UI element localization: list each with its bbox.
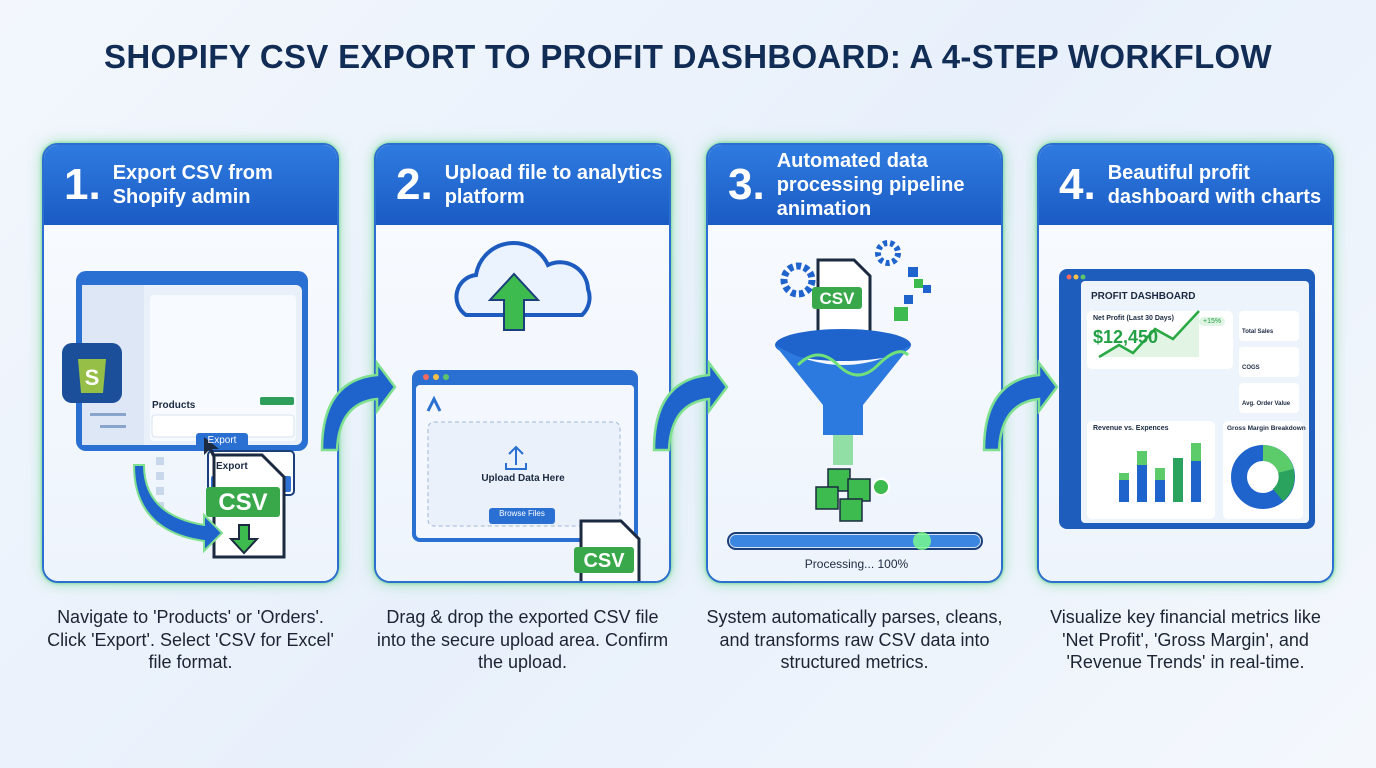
step-illustration: CSV Processing... 100% bbox=[708, 225, 1001, 581]
step-card-2: 2.Upload file to analytics platform CSV … bbox=[374, 143, 671, 583]
step-number: 4. bbox=[1059, 160, 1096, 209]
donut-chart-title: Gross Margin Breakdown bbox=[1227, 425, 1306, 432]
change-badge: +15% bbox=[1199, 317, 1226, 326]
cloud-upload-icon: CSV bbox=[412, 241, 641, 581]
products-heading: Products bbox=[152, 400, 196, 411]
step-illustration: PROFIT DASHBOARD Net Profit (Last 30 Day… bbox=[1039, 225, 1332, 581]
step-heading: Upload file to analytics platform bbox=[444, 162, 663, 208]
shopify-logo: S bbox=[85, 365, 100, 390]
csv-for-excel-option[interactable]: CSV for Excel bbox=[216, 479, 279, 490]
step-header: 4.Beautiful profit dashboard with charts bbox=[1039, 145, 1332, 225]
net-profit-value: $12,450 bbox=[1093, 327, 1159, 347]
step-card-1: 1.Export CSV from Shopify admin S CSV Pr… bbox=[42, 143, 339, 583]
csv-file-label: CSV bbox=[820, 289, 856, 308]
csv-file-label: CSV bbox=[583, 550, 625, 572]
cube-icon bbox=[815, 468, 871, 522]
gear-icon bbox=[780, 262, 816, 298]
step-description: Navigate to 'Products' or 'Orders'. Clic… bbox=[47, 607, 334, 672]
step-heading: Export CSV from Shopify admin bbox=[112, 162, 273, 208]
bar-chart-title: Revenue vs. Expences bbox=[1093, 425, 1169, 432]
kpi-cogs: COGS bbox=[1242, 365, 1260, 371]
browse-files-button[interactable]: Browse Files bbox=[499, 509, 545, 518]
progress-bar-fill bbox=[730, 535, 980, 547]
step-header: 2.Upload file to analytics platform bbox=[376, 145, 669, 225]
progress-label: Processing... 100% bbox=[804, 557, 909, 571]
kpi-aov: Avg. Order Value bbox=[1242, 401, 1291, 407]
step-card-3: 3.Automated data processing pipeline ani… bbox=[706, 143, 1003, 583]
step-header: 3.Automated data processing pipeline ani… bbox=[708, 145, 1001, 225]
step-illustration: CSV Upload Data Here Browse Files bbox=[376, 225, 669, 581]
step-description: Drag & drop the exported CSV file into t… bbox=[376, 607, 669, 672]
step-description: Visualize key financial metrics like 'Ne… bbox=[1050, 607, 1321, 672]
upload-drop-label: Upload Data Here bbox=[481, 473, 565, 484]
connector-arrow-icon bbox=[320, 359, 397, 452]
connector-arrow-icon bbox=[982, 359, 1059, 452]
check-icon bbox=[872, 478, 890, 496]
connector-arrow-icon bbox=[652, 359, 729, 452]
step-number: 1. bbox=[64, 160, 101, 209]
step-number: 2. bbox=[396, 160, 433, 209]
csv-file-label: CSV bbox=[218, 489, 267, 516]
step-card-4: 4.Beautiful profit dashboard with charts… bbox=[1037, 143, 1334, 583]
upload-icon bbox=[505, 445, 527, 470]
net-profit-label: Net Profit (Last 30 Days) bbox=[1093, 315, 1174, 322]
dashboard-title: PROFIT DASHBOARD bbox=[1091, 291, 1196, 302]
page-title: SHOPIFY CSV EXPORT TO PROFIT DASHBOARD: … bbox=[104, 38, 1272, 75]
step-number: 3. bbox=[728, 160, 765, 209]
kpi-total-sales: Total Sales bbox=[1242, 329, 1274, 335]
export-dropdown[interactable]: Export bbox=[216, 461, 248, 472]
step-description: System automatically parses, cleans, and… bbox=[706, 607, 1003, 672]
step-header: 1.Export CSV from Shopify admin bbox=[44, 145, 337, 225]
step-illustration: S CSV Products Export Export CSV for Exc… bbox=[44, 225, 337, 581]
export-button[interactable]: Export bbox=[207, 435, 237, 446]
step-heading: Beautiful profit dashboard with charts bbox=[1107, 162, 1322, 208]
step-heading: Automated data processing pipeline anima… bbox=[776, 150, 965, 220]
gear-icon bbox=[875, 240, 901, 266]
